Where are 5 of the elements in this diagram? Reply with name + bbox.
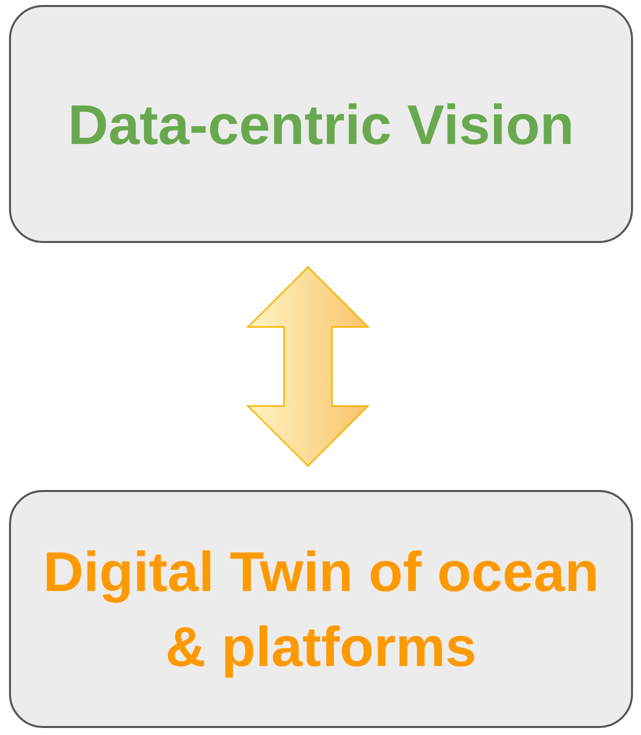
- double-block-arrow: [246, 266, 370, 468]
- box-title: Data-centric Vision: [66, 92, 576, 158]
- rounded-box: [9, 5, 633, 243]
- box-title: Digital Twin of ocean & platforms: [42, 539, 600, 680]
- rounded-box: [9, 490, 633, 728]
